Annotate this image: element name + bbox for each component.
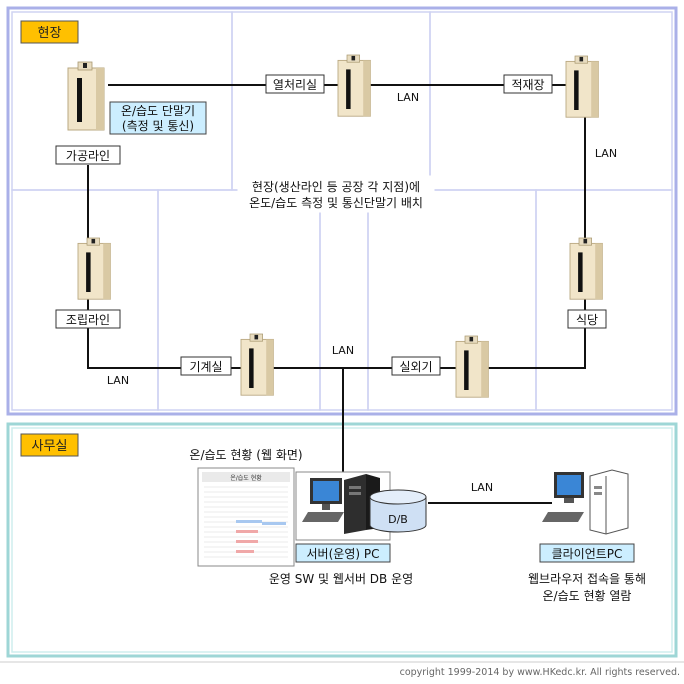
server-monitor-icon: [302, 478, 344, 522]
svg-text:조립라인: 조립라인: [66, 313, 110, 327]
label-cafeteria: 식당: [567, 309, 607, 329]
label-outdoor-unit: 실외기: [391, 356, 441, 376]
lan-lines: [87, 84, 586, 504]
svg-text:적재장: 적재장: [511, 78, 544, 92]
database-label: D/B: [388, 513, 408, 526]
lan-label: LAN: [107, 374, 129, 387]
server-label: 서버(운영) PC: [307, 547, 380, 561]
client-description-line2: 온/습도 현황 열람: [543, 589, 632, 603]
client-label: 클라이언트PC: [552, 547, 623, 561]
web-screen-thumbnail: 온/습도 현황 (웹 화면) 온/습도 현황: [189, 448, 303, 567]
terminal-device-processing: [67, 61, 105, 131]
office-zone-tag: 사무실: [20, 433, 79, 457]
client-monitor-icon: [542, 472, 584, 522]
label-heat-treatment: 열처리실: [265, 74, 325, 94]
svg-text:(측정 및 통신): (측정 및 통신): [122, 119, 194, 133]
terminal-device-cafeteria: [569, 237, 603, 300]
svg-text:현장(생산라인 등 공장 각 지점)에: 현장(생산라인 등 공장 각 지점)에: [252, 180, 420, 194]
server-description: 운영 SW 및 웹서버 DB 운영: [269, 572, 413, 586]
web-screen-caption: 온/습도 현황 (웹 화면): [189, 448, 302, 462]
label-loading-area: 적재장: [503, 74, 553, 94]
field-description: 현장(생산라인 등 공장 각 지점)에 온도/습도 측정 및 통신단말기 배치: [237, 175, 435, 213]
client-description-line1: 웹브라우저 접속을 통해: [528, 572, 646, 586]
svg-text:식당: 식당: [576, 313, 598, 327]
label-processing-line: 가공라인: [55, 145, 121, 165]
field-zone-tag: 현장: [20, 20, 79, 44]
server-group: D/B 서버(운영) PC 운영 SW 및 웹서버 DB 운영: [269, 471, 427, 586]
lan-label: LAN: [595, 147, 617, 160]
client-tower-icon: [589, 469, 629, 535]
terminal-device-assembly: [77, 237, 111, 300]
terminal-device-loading: [565, 55, 599, 118]
lan-label: LAN: [471, 481, 493, 494]
svg-text:가공라인: 가공라인: [66, 149, 110, 163]
svg-text:현장: 현장: [38, 26, 62, 41]
svg-text:기계실: 기계실: [189, 360, 222, 374]
terminal-callout: 온/습도 단말기 (측정 및 통신): [109, 101, 207, 135]
svg-text:실외기: 실외기: [399, 360, 432, 374]
label-machine-room: 기계실: [180, 356, 232, 376]
web-screen-title: 온/습도 현황: [230, 474, 262, 482]
svg-text:온/습도 단말기: 온/습도 단말기: [121, 104, 195, 118]
label-assembly-line: 조립라인: [55, 309, 121, 329]
database-icon: D/B: [369, 489, 427, 533]
terminal-device-machine-room: [240, 333, 274, 396]
client-group: 클라이언트PC 웹브라우저 접속을 통해 온/습도 현황 열람: [528, 469, 646, 603]
svg-text:온도/습도 측정 및 통신단말기 배치: 온도/습도 측정 및 통신단말기 배치: [249, 196, 423, 210]
svg-text:사무실: 사무실: [32, 439, 68, 454]
svg-text:열처리실: 열처리실: [273, 78, 317, 92]
terminal-device-outdoor: [455, 335, 489, 398]
terminal-device-heat-treatment: [337, 54, 371, 117]
copyright: copyright 1999-2014 by www.HKedc.kr. All…: [400, 667, 680, 678]
lan-label: LAN: [397, 91, 419, 104]
lan-label: LAN: [332, 344, 354, 357]
